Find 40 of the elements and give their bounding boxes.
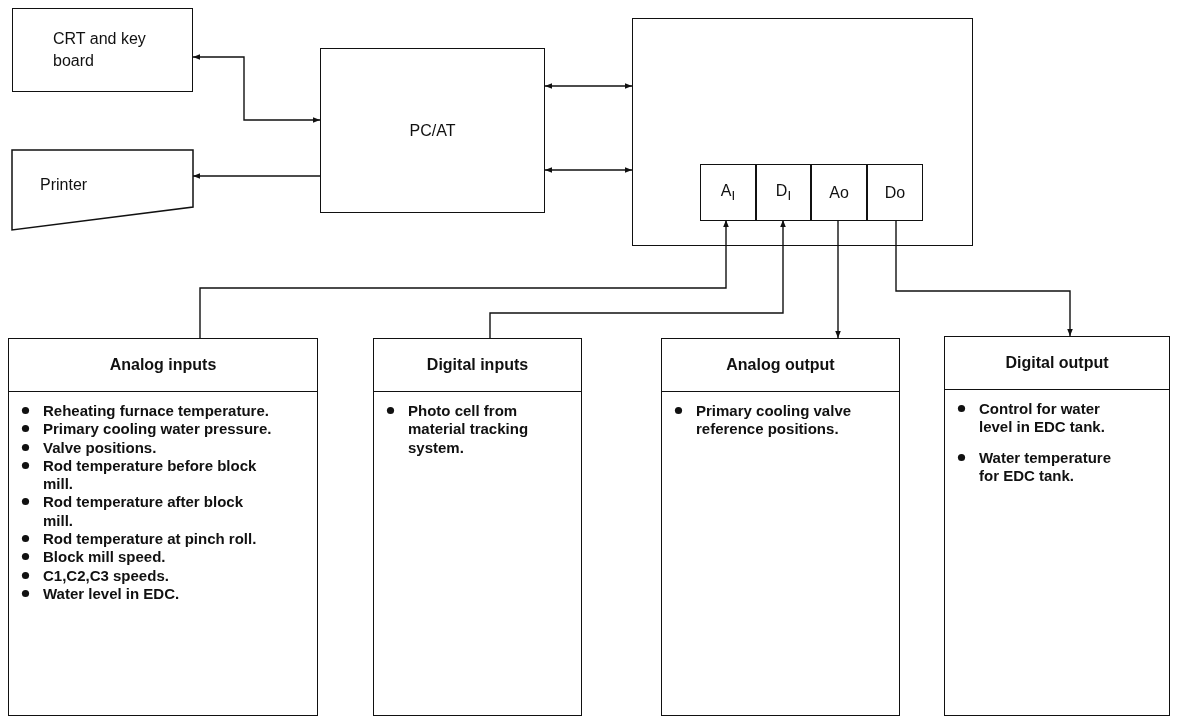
process-box (12, 8, 193, 92)
bullet-item: Primary cooling water pressure. (43, 420, 272, 438)
bullet-item: Photo cell from material tracking system. (408, 402, 529, 456)
bullet-item: Primary cooling valve reference positions. (696, 402, 852, 438)
port-box: Ao (811, 164, 867, 221)
system-box (632, 18, 973, 246)
connector-arrow (544, 167, 633, 173)
panel-heading: Analog output (662, 339, 899, 392)
bullet-item: Reheating furnace temperature. (43, 402, 269, 419)
bullet-item: C1,C2,C3 speeds. (43, 566, 169, 584)
box-label: CRT and key board (53, 29, 147, 71)
port-box: Do (867, 164, 923, 221)
list-panel (944, 336, 1170, 716)
bullet-item: Water temperature for EDC tank. (979, 448, 1111, 484)
list-panel (661, 338, 900, 716)
bullet-item: Control for water level in EDC tank. (979, 400, 1105, 436)
box-label: Printer (40, 175, 88, 195)
list-panel (8, 338, 318, 716)
bullet-item: Block mill speed. (43, 548, 166, 566)
bullet-item: Rod temperature before block mill. (43, 456, 257, 493)
connector-arrow (192, 54, 321, 123)
bullet-item: Rod temperature after block mill. (43, 493, 244, 529)
connector-arrow (199, 219, 729, 339)
connector-arrow (835, 219, 841, 339)
panel-heading: Analog inputs (9, 339, 317, 392)
printer-shape (12, 150, 193, 230)
port-box: D$_{I}$ (756, 164, 811, 221)
connector-arrow (192, 173, 321, 179)
bullet-item: Valve positions. (43, 438, 157, 456)
connector-arrow (544, 83, 633, 89)
port-box: A$_{I}$ (700, 164, 756, 221)
process-box (320, 48, 545, 213)
panel-heading: Digital inputs (374, 339, 581, 392)
box-label: PC/AT (409, 120, 456, 141)
bullet-item: Rod temperature at pinch roll. (43, 530, 257, 548)
bullet-item: Water level in EDC. (43, 584, 180, 602)
panel-heading: Digital output (945, 337, 1169, 390)
list-panel (373, 338, 582, 716)
connector-arrow (895, 219, 1073, 337)
connector-arrow (489, 219, 786, 339)
